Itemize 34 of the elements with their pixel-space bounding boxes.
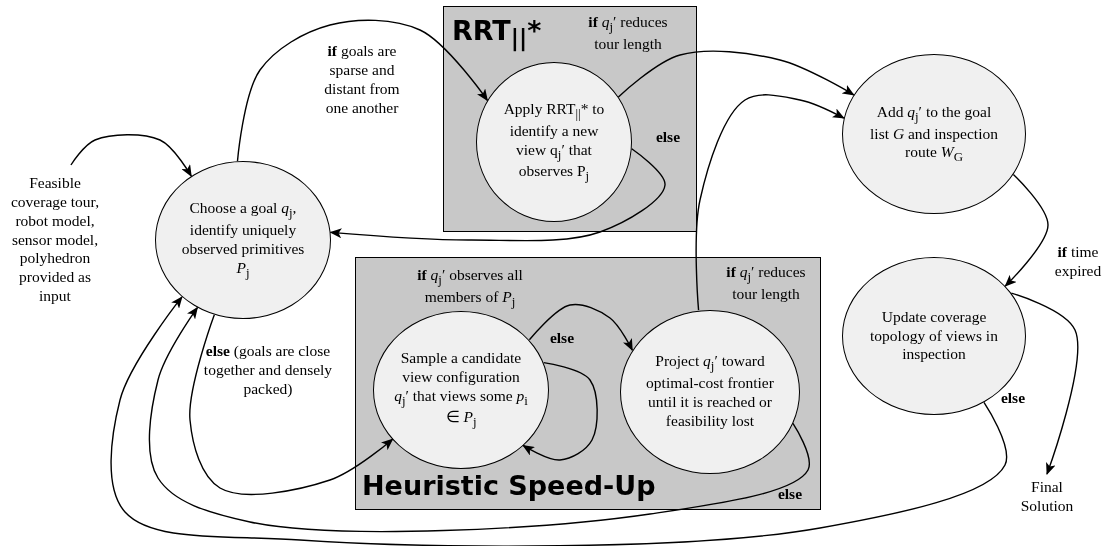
edge-label: else [776,484,804,504]
panel-title: RRT$_{||}$* [452,17,542,50]
arrow [1010,292,1079,475]
arrow [617,50,855,98]
loop-arrow [522,361,598,461]
group-panel [355,256,821,510]
node-text: Choose a goal q$_{j}$, identify uniquely observed primitives P$_{j}$ [180,199,306,281]
arrow [189,314,394,496]
arrow [695,94,845,311]
arrow [1004,173,1049,287]
edge-label: if time expired [1053,243,1103,281]
arrow [528,303,633,352]
group-panel [443,6,697,232]
edge-label: else [654,127,682,147]
arrow [236,19,489,162]
arrow [70,134,192,177]
node-text: Sample a candidate view configuration q$_{j}$′ that views some p$_{i}$ ∈ P$_{j}$ [393,348,529,431]
edge-label: if q$_{j}$′ observes all members of P$_{j}$ [416,266,524,310]
edge-label: else (goals are close together and densely packed) [202,341,334,399]
node-text: Add q$_{j}$′ to the goal list G and inspection route W$_{G}$ [870,102,998,166]
edge-label: else [548,328,576,348]
arrow [148,306,810,533]
node-text: Final Solution [1019,478,1075,516]
edge-label: if goals are sparse and distant from one another [323,42,401,118]
panel-title: Heuristic Speed-Up [362,471,656,499]
edge-label: else [999,388,1027,408]
edge-label: if q$_{j}$′ reduces tour length [587,12,669,54]
node-text: Apply RRT$_{||}$* to identify a new view q$_{j}$′ that observes P$_{j}$ [502,99,606,185]
node-text: Update coverage topology of views in inspection [869,307,999,365]
node-text: Feasible coverage tour, robot model, sensor model, polyhedron provided as input [10,173,100,307]
arrow [110,296,1008,546]
node-text: Project q$_{j}$′ toward optimal-cost frontier until it is reached or feasibility lost [645,352,775,431]
arrow [329,148,666,242]
edge-label: if q$_{j}$′ reduces tour length [725,262,807,304]
